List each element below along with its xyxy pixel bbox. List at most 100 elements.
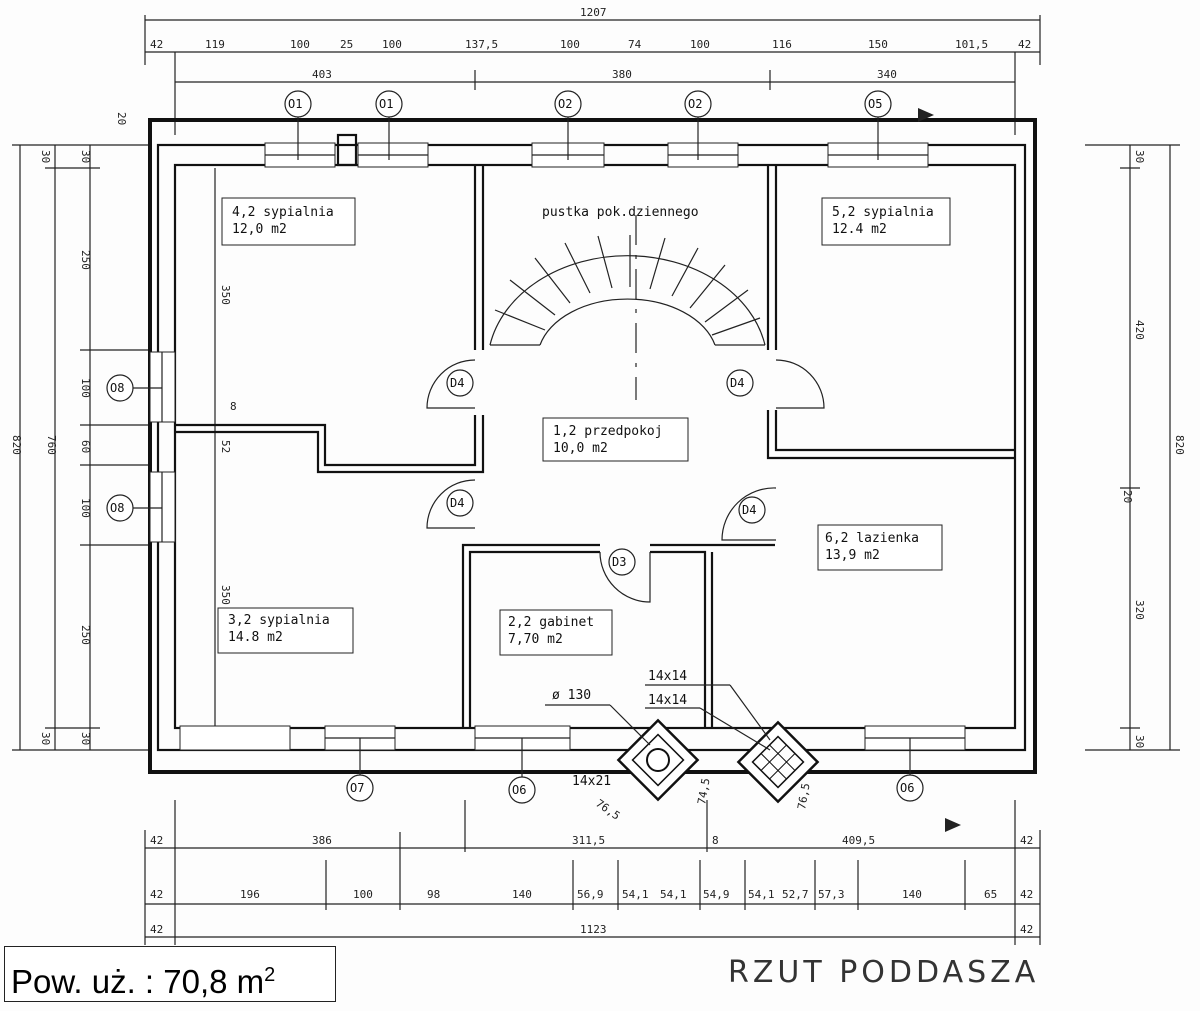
- doors: [426, 359, 825, 603]
- dim: 65: [984, 888, 997, 901]
- chimney-label: 14x14: [648, 693, 687, 708]
- dim: 100: [690, 38, 710, 51]
- usable-area-box: Pow. uż. : 70,8 m2: [4, 946, 336, 1002]
- dim: 42: [1020, 888, 1033, 901]
- dim: 76,5: [593, 797, 622, 823]
- dim: 140: [902, 888, 922, 901]
- chimney-label: 14x21: [572, 774, 611, 789]
- door-tag: D4: [450, 376, 464, 390]
- bottom-dimensions: 42 386 311,5 8 409,5 42 42 196 100 98 14…: [144, 800, 1041, 945]
- dim: 350: [219, 285, 232, 305]
- dim: 42: [1020, 923, 1033, 936]
- dim: 52: [219, 440, 232, 453]
- spiral-stairs[interactable]: [489, 215, 766, 400]
- window-tag: O7: [350, 781, 364, 795]
- room-name: pustka pok.dziennego: [542, 205, 699, 220]
- window-tag: O6: [900, 781, 914, 795]
- window-tag: O8: [110, 381, 124, 395]
- window-tag: O2: [688, 97, 702, 111]
- dim: 20: [115, 112, 128, 125]
- room-name: 5,2 sypialnia: [832, 205, 934, 220]
- dim: 100: [79, 498, 92, 518]
- dim: 74: [628, 38, 642, 51]
- drawing-title: RZUT PODDASZA: [728, 955, 1040, 990]
- door-tag: D4: [730, 376, 744, 390]
- dim: 54,1: [622, 888, 649, 901]
- dim: 760: [45, 435, 58, 455]
- section-arrow-icon: [918, 108, 934, 122]
- walls: [148, 118, 1037, 774]
- window-tag: O6: [512, 783, 526, 797]
- room-area: 12.4 m2: [832, 222, 887, 237]
- dim: 42: [150, 923, 163, 936]
- dim: 42: [150, 38, 163, 51]
- top-dimensions: 1207 42 119 100 25 100 137,5 100 74 100 …: [115, 6, 1041, 135]
- dim: 20: [1121, 490, 1134, 503]
- chimney-label: ø 130: [552, 688, 591, 703]
- dim-total-width: 1207: [580, 6, 607, 19]
- dim: 30: [1133, 150, 1146, 163]
- dim: 60: [79, 440, 92, 453]
- room-name: 1,2 przedpokoj: [553, 424, 663, 439]
- room-name: 2,2 gabinet: [508, 615, 594, 630]
- dim: 100: [353, 888, 373, 901]
- dim: 311,5: [572, 834, 605, 847]
- dim: 820: [10, 435, 23, 455]
- room-name: 4,2 sypialnia: [232, 205, 334, 220]
- dim: 380: [612, 68, 632, 81]
- usable-area-unit-exponent: 2: [264, 964, 276, 986]
- door-tag: D4: [742, 503, 756, 517]
- door-tag: D3: [612, 555, 626, 569]
- dim: 403: [312, 68, 332, 81]
- dim: 54,9: [703, 888, 730, 901]
- dim: 100: [290, 38, 310, 51]
- dim: 820: [1173, 435, 1186, 455]
- dim: 30: [39, 732, 52, 745]
- dim: 42: [1020, 834, 1033, 847]
- dim: 8: [230, 400, 237, 413]
- dim: 420: [1133, 320, 1146, 340]
- dim: 100: [79, 378, 92, 398]
- dim: 98: [427, 888, 440, 901]
- dim: 100: [382, 38, 402, 51]
- dim: 196: [240, 888, 260, 901]
- dim: 101,5: [955, 38, 988, 51]
- room-area: 7,70 m2: [508, 632, 563, 647]
- dim: 137,5: [465, 38, 498, 51]
- window-tag: O2: [558, 97, 572, 111]
- dim: 54,1: [748, 888, 775, 901]
- dim: 320: [1133, 600, 1146, 620]
- dim: 116: [772, 38, 792, 51]
- dim: 340: [877, 68, 897, 81]
- dim: 150: [868, 38, 888, 51]
- right-dimensions: 30 420 820 20 320 30: [1085, 144, 1186, 751]
- room-area: 14.8 m2: [228, 630, 283, 645]
- dim: 250: [79, 625, 92, 645]
- dim: 57,3: [818, 888, 845, 901]
- dim: 140: [512, 888, 532, 901]
- dim: 74,5: [695, 777, 712, 805]
- dim: 42: [1018, 38, 1031, 51]
- left-dimensions: 30 30 250 350 100 760 820 8 60 52 100 35…: [10, 144, 237, 751]
- dim: 25: [340, 38, 353, 51]
- dim: 30: [1133, 735, 1146, 748]
- window-tag: O5: [868, 97, 882, 111]
- dim: 76,5: [795, 782, 812, 810]
- chimney-label: 14x14: [648, 669, 687, 684]
- window-tag: O8: [110, 501, 124, 515]
- dim: 1123: [580, 923, 607, 936]
- dim: 52,7: [782, 888, 809, 901]
- room-name: 6,2 lazienka: [825, 531, 919, 546]
- dim: 42: [150, 888, 163, 901]
- dim: 30: [79, 732, 92, 745]
- room-area: 12,0 m2: [232, 222, 287, 237]
- dim: 30: [79, 150, 92, 163]
- door-tag: D4: [450, 496, 464, 510]
- room-area: 10,0 m2: [553, 441, 608, 456]
- room-area: 13,9 m2: [825, 548, 880, 563]
- dim: 56,9: [577, 888, 604, 901]
- section-arrow-icon: [945, 818, 961, 832]
- dim: 119: [205, 38, 225, 51]
